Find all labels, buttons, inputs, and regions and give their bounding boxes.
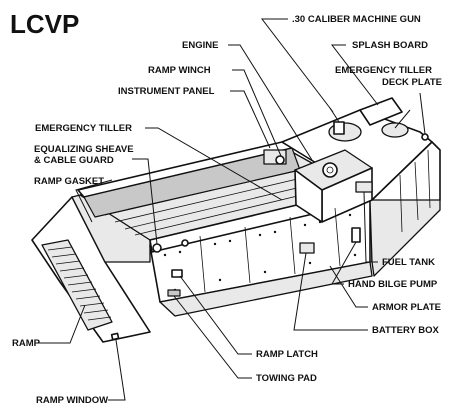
- label-armor-plate: ARMOR PLATE: [372, 302, 441, 313]
- label-hand-bilge-pump: HAND BILGE PUMP: [348, 279, 438, 290]
- stern-lower: [369, 199, 441, 277]
- label-towing-pad: TOWING PAD: [256, 373, 317, 384]
- gun-mount: [333, 121, 345, 135]
- label-ramp-winch: RAMP WINCH: [148, 65, 211, 76]
- label-equalizing-sheave-line1: EQUALIZING SHEAVE: [34, 144, 134, 155]
- part-labels: .30 CALIBER MACHINE GUN ENGINE SPLASH BO…: [12, 14, 442, 406]
- splash-board-shape: [359, 97, 403, 126]
- label-machine-gun: .30 CALIBER MACHINE GUN: [292, 14, 421, 25]
- label-ramp-gasket: RAMP GASKET: [34, 176, 104, 187]
- label-ramp: RAMP: [12, 338, 41, 349]
- emergency-tiller-deck-plate-shape: [421, 133, 429, 141]
- gun-tub-2: [381, 122, 409, 138]
- label-fuel-tank: FUEL TANK: [382, 257, 435, 268]
- fuel-tank-shape: [355, 181, 373, 193]
- engine-box-front: [294, 169, 323, 223]
- label-ramp-latch: RAMP LATCH: [256, 349, 318, 360]
- equalizing-sheave-shape: [152, 243, 162, 253]
- ramp-winch-shape: [275, 155, 285, 165]
- label-battery-box: BATTERY BOX: [372, 325, 440, 336]
- lcvp-boat-illustration: [31, 97, 441, 343]
- engine-flywheel: [322, 162, 338, 178]
- label-emergency-tiller-deck-plate-line2: DECK PLATE: [382, 77, 442, 88]
- diagram-title: LCVP: [10, 9, 79, 39]
- leader-lines: [38, 18, 426, 401]
- ramp-latch-shape: [171, 269, 183, 278]
- ramp-window-shape: [110, 332, 120, 341]
- label-equalizing-sheave-line2: & CABLE GUARD: [34, 155, 114, 166]
- label-instrument-panel: INSTRUMENT PANEL: [118, 86, 215, 97]
- label-splash-board: SPLASH BOARD: [352, 40, 428, 51]
- label-emergency-tiller-deck-plate-line1: EMERGENCY TILLER: [335, 65, 432, 76]
- label-emergency-tiller: EMERGENCY TILLER: [35, 123, 132, 134]
- towing-pad-shape: [167, 289, 181, 297]
- battery-box-shape: [299, 242, 315, 254]
- hull-bottom-edge: [159, 261, 373, 317]
- hand-bilge-pump-shape: [351, 227, 361, 243]
- label-engine: ENGINE: [182, 40, 218, 51]
- label-ramp-window: RAMP WINDOW: [36, 395, 108, 406]
